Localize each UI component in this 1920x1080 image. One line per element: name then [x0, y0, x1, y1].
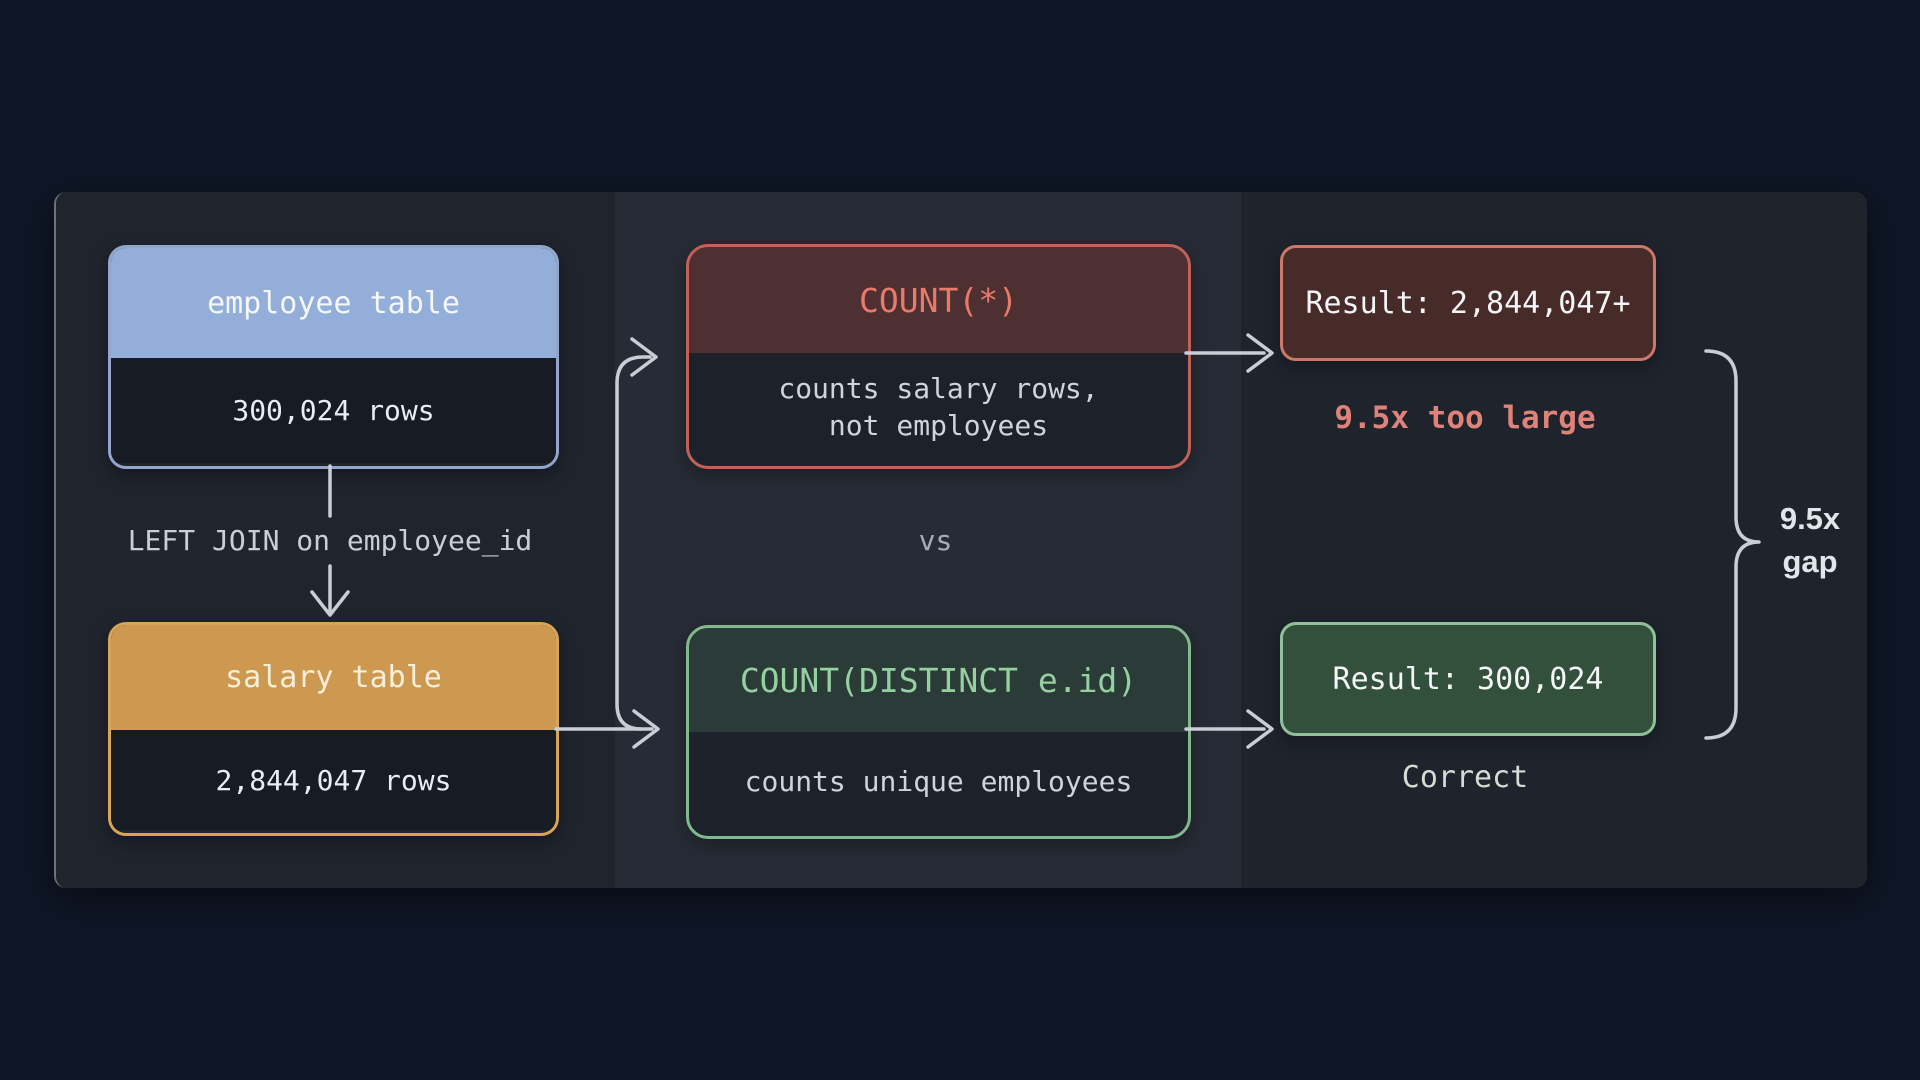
count-distinct-title: COUNT(DISTINCT e.id): [739, 660, 1138, 700]
gap-annotation-line2: gap: [1782, 544, 1838, 579]
result-wrong-value: Result: 2,844,047+: [1305, 285, 1631, 321]
employee-table-body: 300,024 rows: [111, 358, 556, 463]
count-distinct-node: COUNT(DISTINCT e.id) counts unique emplo…: [686, 625, 1191, 839]
versus-label: vs: [918, 524, 953, 557]
count-star-desc-line1: counts salary rows,: [778, 371, 1099, 405]
employee-table-title: employee table: [207, 285, 460, 321]
salary-table-body: 2,844,047 rows: [111, 730, 556, 830]
salary-table-node: salary table 2,844,047 rows: [108, 622, 559, 836]
count-star-node: COUNT(*) counts salary rows, not employe…: [686, 244, 1191, 469]
result-correct-note: Correct: [1401, 760, 1529, 795]
employee-table-rowcount: 300,024 rows: [232, 394, 435, 427]
gap-annotation-line1: 9.5x: [1779, 501, 1841, 536]
result-correct-node: Result: 300,024: [1280, 622, 1656, 736]
result-correct-value: Result: 300,024: [1332, 661, 1604, 697]
count-distinct-description: counts unique employees: [689, 732, 1188, 830]
result-wrong-note: 9.5x too large: [1334, 400, 1596, 436]
gap-annotation: 9.5x gap: [1748, 497, 1872, 583]
count-star-header: COUNT(*): [689, 247, 1188, 353]
count-star-description: counts salary rows, not employees: [689, 353, 1188, 460]
result-wrong-node: Result: 2,844,047+: [1280, 245, 1656, 361]
count-star-title: COUNT(*): [859, 280, 1018, 320]
count-star-desc-line2: not employees: [828, 408, 1049, 442]
salary-table-header: salary table: [111, 625, 556, 730]
count-distinct-desc: counts unique employees: [744, 764, 1133, 798]
salary-table-title: salary table: [225, 660, 442, 695]
salary-table-rowcount: 2,844,047 rows: [215, 763, 452, 797]
count-distinct-header: COUNT(DISTINCT e.id): [689, 628, 1188, 732]
employee-table-header: employee table: [111, 248, 556, 358]
employee-table-node: employee table 300,024 rows: [108, 245, 559, 469]
left-join-label: LEFT JOIN on employee_id: [127, 524, 533, 557]
